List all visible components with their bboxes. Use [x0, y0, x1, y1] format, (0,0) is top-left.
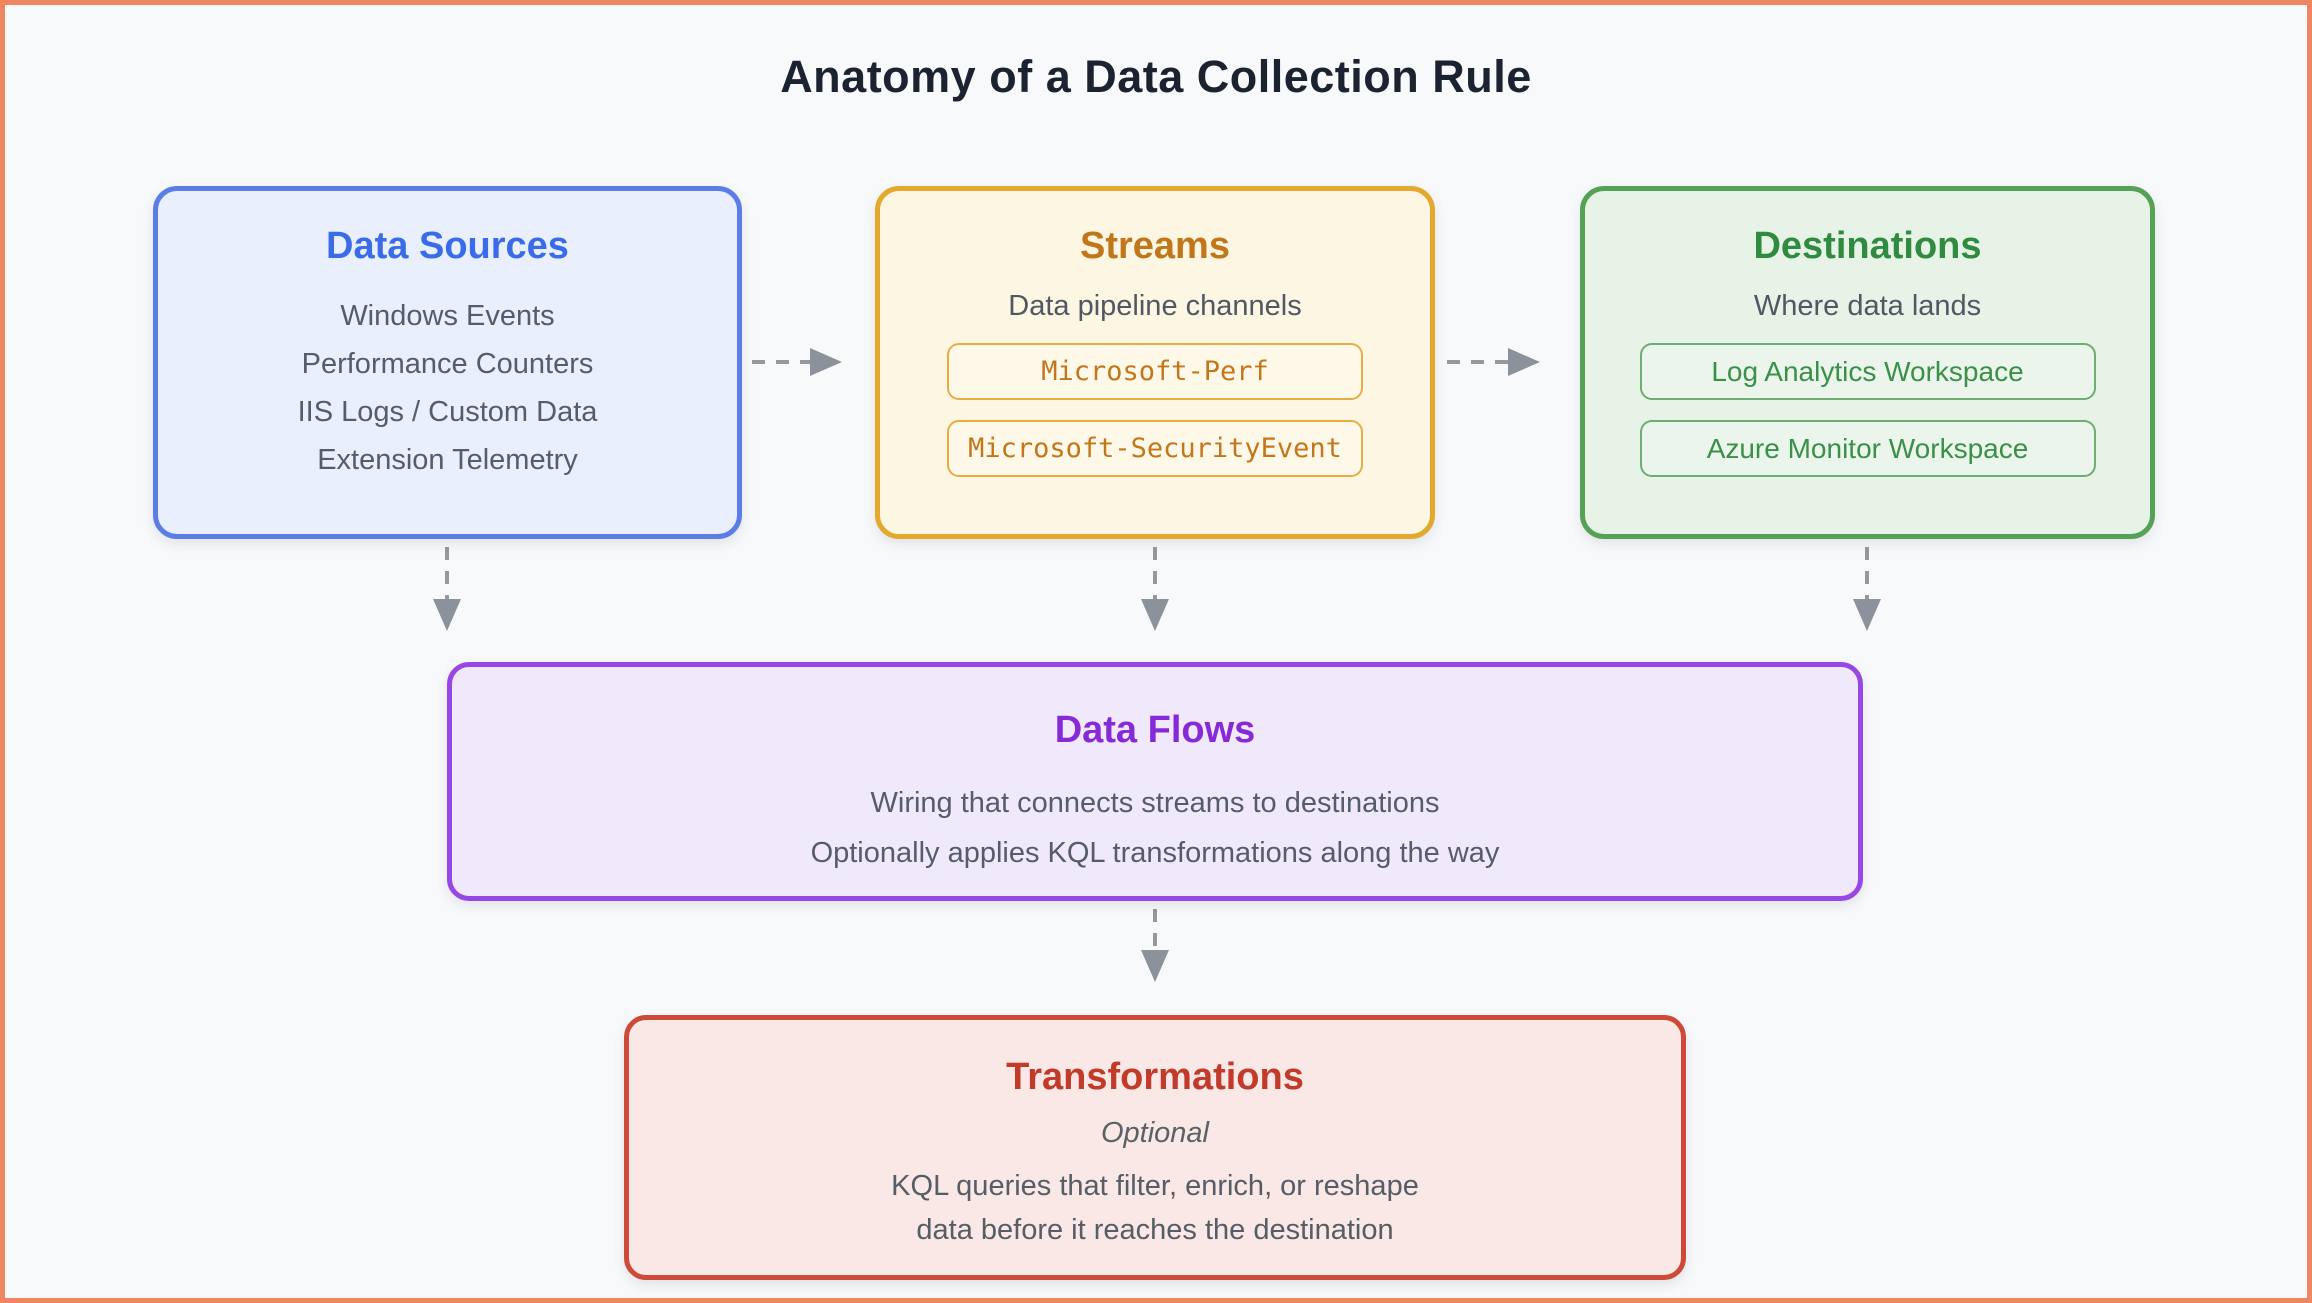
- transformations-optional-note: Optional: [1100, 1117, 1209, 1149]
- streams-title: Streams: [1080, 225, 1230, 267]
- stream-pill: Microsoft-SecurityEvent: [947, 420, 1363, 477]
- destinations-title: Destinations: [1753, 225, 1982, 267]
- data-source-item: IIS Logs / Custom Data: [297, 396, 598, 428]
- data-flows-line: Wiring that connects streams to destinat…: [870, 787, 1440, 819]
- transformations-title: Transformations: [1006, 1056, 1304, 1098]
- stream-pill: Microsoft-Perf: [947, 343, 1363, 400]
- data-sources-box: Data Sources Windows Events Performance …: [153, 186, 742, 539]
- streams-subtitle: Data pipeline channels: [1008, 290, 1302, 322]
- page-title: Anatomy of a Data Collection Rule: [780, 51, 1532, 102]
- data-sources-list: Windows Events Performance Counters IIS …: [298, 292, 598, 484]
- data-sources-title: Data Sources: [326, 225, 569, 267]
- data-source-item: Extension Telemetry: [317, 444, 578, 476]
- data-flows-description: Wiring that connects streams to destinat…: [811, 778, 1500, 878]
- streams-box: Streams Data pipeline channels Microsoft…: [875, 186, 1435, 539]
- destination-pill: Azure Monitor Workspace: [1639, 420, 2096, 477]
- destinations-box: Destinations Where data lands Log Analyt…: [1580, 186, 2155, 539]
- transformations-box: Transformations Optional KQL queries tha…: [624, 1015, 1686, 1280]
- transformations-line: data before it reaches the destination: [916, 1214, 1394, 1246]
- transformations-description: KQL queries that filter, enrich, or resh…: [891, 1164, 1419, 1252]
- data-flows-title: Data Flows: [1054, 709, 1256, 751]
- data-source-item: Performance Counters: [301, 348, 594, 380]
- destination-pill: Log Analytics Workspace: [1639, 343, 2096, 400]
- data-flows-box: Data Flows Wiring that connects streams …: [447, 662, 1863, 901]
- transformations-line: KQL queries that filter, enrich, or resh…: [891, 1170, 1419, 1202]
- data-source-item: Windows Events: [340, 300, 555, 332]
- data-flows-line: Optionally applies KQL transformations a…: [810, 837, 1500, 869]
- destinations-subtitle: Where data lands: [1753, 290, 1982, 322]
